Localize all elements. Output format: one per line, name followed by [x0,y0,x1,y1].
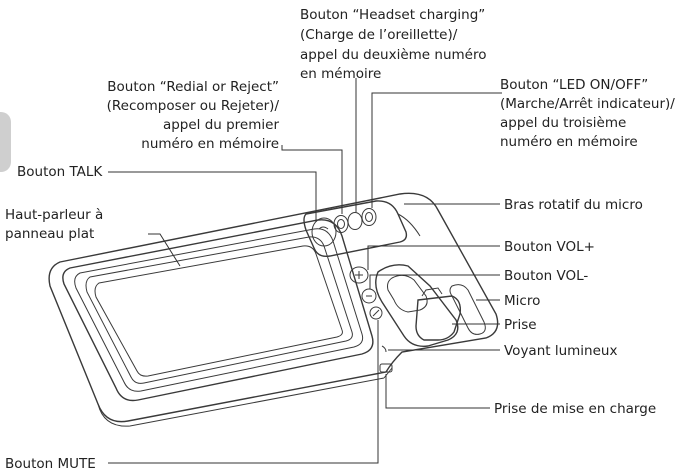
label-redial-reject-line-4: numéro en mémoire [141,136,279,152]
leader-lines [108,78,502,464]
label-redial-reject-line-1: Bouton “Redial or Reject” [107,79,279,95]
mic-arm-recess [375,264,459,347]
label-indicator-light: Voyant lumineux [504,343,617,359]
leader-charging-jack [385,374,490,409]
plug-tip [421,287,443,297]
label-led-on-off-line-2: (Marche/Arrêt indicateur)/ [500,96,675,112]
label-headset-charging-line-4: en mémoire [300,66,381,82]
device-body [48,192,499,423]
label-headset-charging-line-2: (Charge de l’oreillette)/ [300,27,458,43]
flat-panel-speaker [94,245,343,377]
leader-vol-minus [369,274,500,289]
label-led-on-off-line-3: appel du troisième [500,115,626,131]
redial-reject-button[interactable] [333,215,349,233]
label-redial-reject-line-2: (Recomposer ou Rejeter)/ [107,98,280,114]
label-mute: Bouton MUTE [5,456,96,472]
vol-plus-button[interactable] [349,266,369,284]
callout-speaker: Haut-parleur à panneau plat [5,207,103,242]
label-talk: Bouton TALK [17,164,103,180]
leader-mute [108,320,379,464]
device-body-edge [97,367,393,427]
device-illustration [48,192,499,427]
leader-vol-plus [367,245,500,270]
vol-minus-button[interactable] [361,288,377,304]
mute-button[interactable] [369,306,383,320]
led-on-off-button-ring [365,212,373,222]
indicator-light [381,345,387,353]
redial-reject-button-ring [337,219,345,229]
leader-speaker [148,233,181,267]
top-button-pod [303,200,408,258]
led-on-off-button[interactable] [361,208,377,226]
talk-button[interactable] [311,217,337,247]
label-plug: Prise [504,317,537,333]
plus-symbol [355,271,363,279]
label-speaker-line-1: Haut-parleur à [5,207,103,223]
charging-jack [379,363,393,373]
microphone-slot [449,284,486,335]
label-charging-jack: Prise de mise en charge [494,401,656,417]
mic-arm-hinge [397,213,421,237]
leader-led-on-off [371,92,502,208]
speaker-frame-mid [74,228,364,392]
label-led-on-off-line-1: Bouton “LED ON/OFF” [500,77,648,93]
label-micro: Micro [504,293,540,309]
callout-redial-reject: Bouton “Redial or Reject” (Recomposer ou… [107,79,280,152]
label-vol-minus: Bouton VOL- [504,268,588,284]
label-led-on-off-line-4: numéro en mémoire [500,134,638,150]
speaker-frame-inner [85,236,353,384]
page-edge-tab [0,112,11,172]
callout-led-on-off: Bouton “LED ON/OFF” (Marche/Arrêt indica… [500,77,675,150]
label-headset-charging-line-3: appel du deuxième numéro [300,47,486,63]
label-headset-charging-line-1: Bouton “Headset charging” [300,7,485,23]
mute-symbol [372,309,380,317]
leader-redial-reject [281,145,343,214]
callout-headset-charging: Bouton “Headset charging” (Charge de l’o… [300,7,486,82]
label-speaker-line-2: panneau plat [5,226,94,242]
leader-talk [108,171,317,222]
mic-arm [387,274,428,313]
label-redial-reject-line-3: appel du premier [163,117,280,133]
headset-charging-button[interactable] [347,212,363,230]
talk-button-symbol [318,226,329,230]
speaker-frame-outer [62,219,374,402]
label-mic-arm: Bras rotatif du micro [504,197,643,213]
label-vol-plus: Bouton VOL+ [504,239,595,255]
plug [415,295,462,341]
